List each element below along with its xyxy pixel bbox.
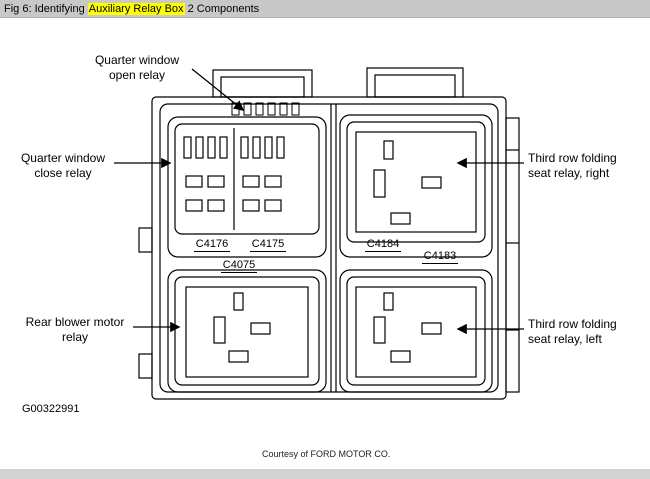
socket-third-row-right	[339, 114, 493, 258]
connector-label-c4075: C4075	[220, 259, 258, 273]
callout-quarter-window-close: Quarter window close relay	[20, 151, 106, 180]
connector-label-c4183: C4183	[421, 250, 459, 264]
callout-third-row-right: Third row folding seat relay, right	[528, 151, 617, 180]
callout-third-row-left: Third row folding seat relay, left	[528, 317, 617, 346]
figure-caption-prefix: Fig 6: Identifying	[4, 2, 88, 15]
connector-label-c4175: C4175	[249, 238, 287, 252]
socket-rear-blower	[167, 269, 327, 393]
socket-third-row-left	[339, 269, 493, 393]
arrow-quarter-window-open	[191, 68, 245, 111]
bottom-bar	[0, 469, 650, 479]
figure-caption-bar: Fig 6: Identifying Auxiliary Relay Box 2…	[0, 0, 650, 18]
callout-arrows	[114, 68, 524, 335]
courtesy-text: Courtesy of FORD MOTOR CO.	[262, 449, 391, 459]
drawing-number: G00322991	[22, 403, 80, 415]
left-mount-tabs	[138, 227, 153, 379]
socket-quarter-window-close	[167, 116, 327, 258]
top-tab-right	[366, 67, 464, 98]
connector-label-c4176: C4176	[193, 238, 231, 252]
right-mount-bracket	[505, 117, 520, 393]
callout-rear-blower: Rear blower motor relay	[25, 315, 125, 344]
figure-caption-suffix: 2 Components	[184, 2, 260, 15]
figure-caption-highlight: Auxiliary Relay Box	[87, 2, 185, 15]
top-tab-left	[212, 69, 313, 98]
callout-quarter-window-open: Quarter window open relay	[94, 53, 180, 82]
connector-label-c4184: C4184	[364, 238, 402, 252]
